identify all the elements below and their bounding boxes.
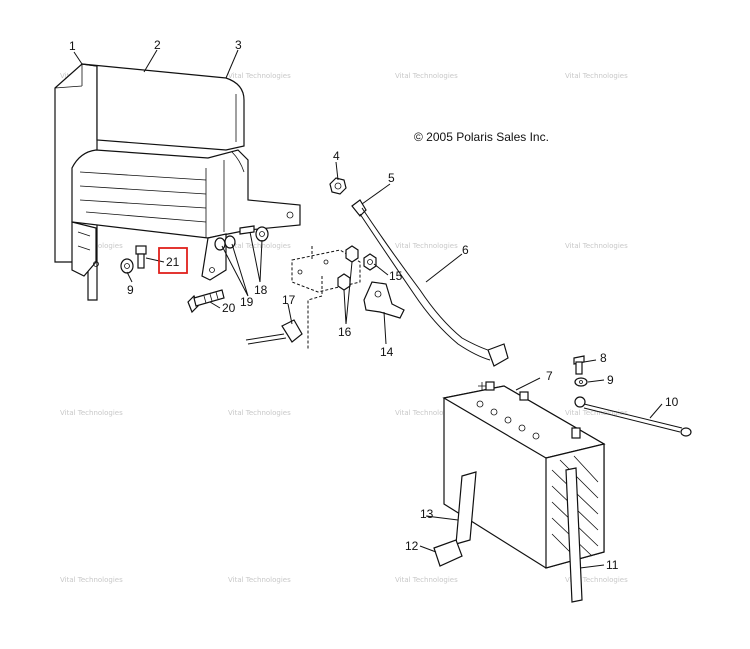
leader-lines bbox=[73, 49, 663, 569]
highlight-box-21 bbox=[158, 247, 188, 274]
nut-4 bbox=[329, 177, 347, 195]
callout-17[interactable]: 17 bbox=[282, 293, 296, 307]
watermark: Vital Technologies bbox=[565, 409, 628, 417]
watermark: Vital Technologies bbox=[60, 409, 123, 417]
callout-9-left[interactable]: 9 bbox=[127, 283, 134, 297]
watermarks: Vital Technologies Vital Technologies Vi… bbox=[60, 72, 628, 584]
watermark: Vital Technologies bbox=[395, 409, 458, 417]
watermark: Vital Technologies bbox=[228, 409, 291, 417]
bolt-20 bbox=[187, 289, 225, 314]
callout-12[interactable]: 12 bbox=[405, 539, 419, 553]
callout-4[interactable]: 4 bbox=[333, 149, 340, 163]
watermark: Vital Technologies bbox=[228, 72, 291, 80]
callouts: 1 2 3 4 5 6 7 8 9 10 11 12 13 14 15 16 1… bbox=[69, 38, 679, 572]
watermark: Vital Technologies bbox=[565, 576, 628, 584]
watermark: Vital Technologies bbox=[395, 576, 458, 584]
callout-18[interactable]: 18 bbox=[254, 283, 268, 297]
watermark: Vital Technologies bbox=[565, 242, 628, 250]
watermark: Vital Technologies bbox=[228, 242, 291, 250]
watermark: Vital Technologies bbox=[60, 576, 123, 584]
callout-10[interactable]: 10 bbox=[665, 395, 679, 409]
callout-14[interactable]: 14 bbox=[380, 345, 394, 359]
strap-11 bbox=[565, 467, 583, 603]
strap-12-13 bbox=[433, 471, 477, 567]
callout-8[interactable]: 8 bbox=[600, 351, 607, 365]
callout-2[interactable]: 2 bbox=[154, 38, 161, 52]
callout-9-right[interactable]: 9 bbox=[607, 373, 614, 387]
cable-10 bbox=[574, 396, 692, 437]
callout-7[interactable]: 7 bbox=[546, 369, 553, 383]
bolt-21 bbox=[135, 245, 147, 269]
callout-6[interactable]: 6 bbox=[462, 243, 469, 257]
callout-11[interactable]: 11 bbox=[606, 558, 619, 572]
nut-9-left bbox=[120, 258, 134, 274]
cable-17 bbox=[245, 319, 303, 345]
cable-5-6 bbox=[351, 199, 509, 367]
callout-19[interactable]: 19 bbox=[240, 295, 254, 309]
watermark: Vital Technologies bbox=[565, 72, 628, 80]
watermark: Vital Technologies bbox=[395, 242, 458, 250]
callout-13[interactable]: 13 bbox=[420, 507, 434, 521]
watermark: Vital Technologies bbox=[395, 72, 458, 80]
callout-1[interactable]: 1 bbox=[69, 39, 76, 53]
callout-16[interactable]: 16 bbox=[338, 325, 352, 339]
solenoid-mount bbox=[291, 246, 361, 350]
watermark: Vital Technologies bbox=[228, 576, 291, 584]
nuts-16 bbox=[337, 245, 359, 291]
battery-7 bbox=[442, 381, 606, 569]
bolt-8 bbox=[573, 355, 585, 375]
copyright-text: © 2005 Polaris Sales Inc. bbox=[414, 130, 549, 144]
callout-5[interactable]: 5 bbox=[388, 171, 395, 185]
callout-3[interactable]: 3 bbox=[235, 38, 242, 52]
callout-15[interactable]: 15 bbox=[389, 269, 403, 283]
battery-box bbox=[54, 63, 301, 301]
callout-21[interactable]: 21 bbox=[166, 255, 180, 269]
bracket-14 bbox=[363, 281, 405, 319]
callout-20[interactable]: 20 bbox=[222, 301, 236, 315]
washer-9-right bbox=[574, 377, 588, 387]
nut-15 bbox=[363, 253, 377, 271]
